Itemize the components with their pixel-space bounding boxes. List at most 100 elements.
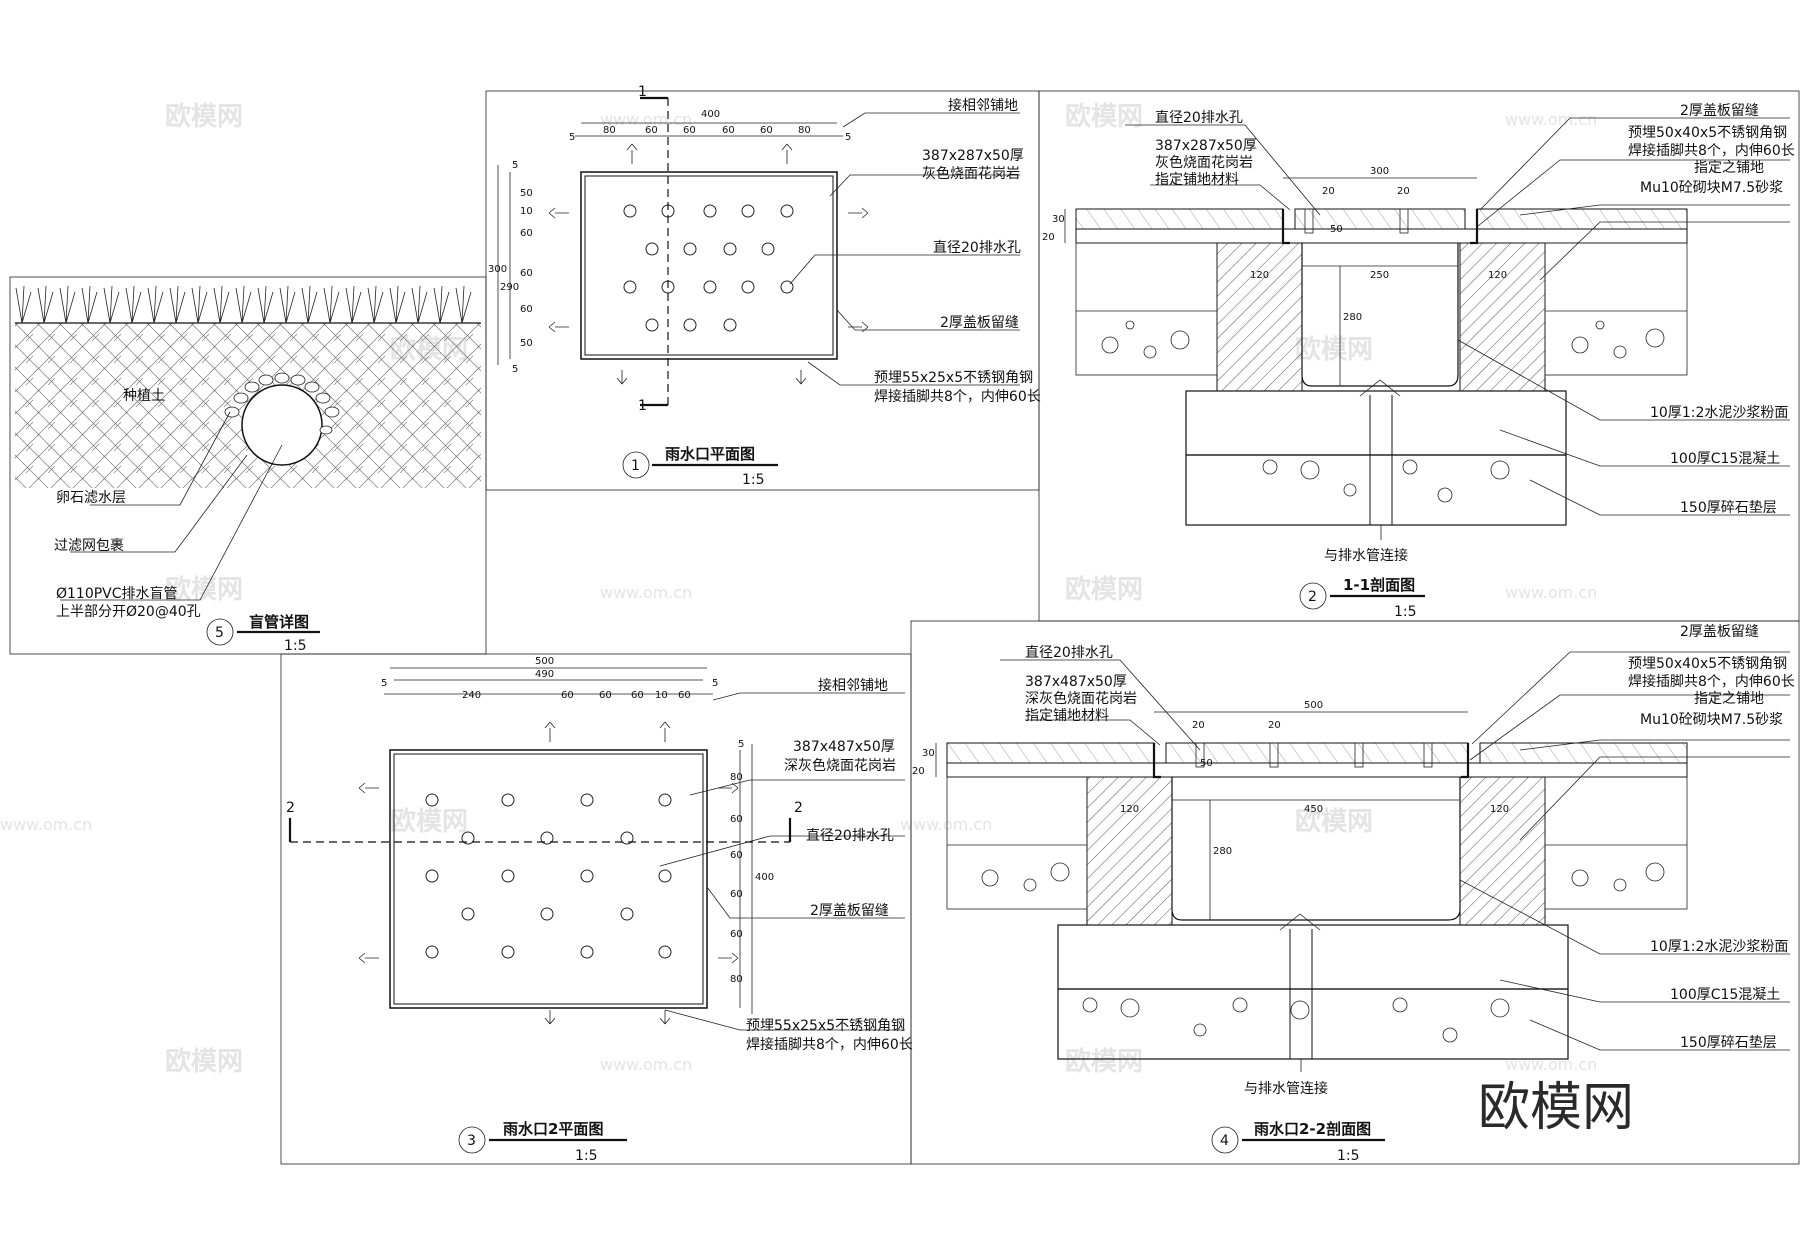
svg-text:指定之铺地: 指定之铺地 [1694, 160, 1764, 176]
svg-text:60: 60 [730, 889, 743, 900]
section-mark: 1 [638, 398, 647, 414]
grass-tuft [81, 285, 98, 324]
detail-scale: 1:5 [1394, 604, 1417, 620]
drain-hole [658, 793, 672, 807]
svg-text:60: 60 [561, 690, 574, 701]
detail-scale: 1:5 [575, 1148, 598, 1164]
watermark-brand: 欧模网 [1065, 101, 1143, 132]
drain-hole [425, 945, 439, 959]
detail-title: 雨水口2-2剖面图 [1254, 1120, 1371, 1138]
watermark-site: www.om.cn [600, 583, 692, 602]
watermark-site: www.om.cn [1505, 1055, 1597, 1074]
svg-text:80: 80 [798, 125, 811, 136]
svg-text:400: 400 [755, 872, 774, 883]
svg-text:预埋55x25x5不锈钢角钢: 预埋55x25x5不锈钢角钢 [874, 370, 1033, 386]
section-mark: 1 [638, 84, 647, 100]
detail4-section: 与排水管连接 500 20 20 50 20 30 120 450 120 28… [912, 624, 1795, 1164]
svg-text:60: 60 [599, 690, 612, 701]
detail-number: 2 [1308, 589, 1317, 605]
detail1-plan: 1 1 400 5 80 60 60 60 60 80 [488, 84, 1041, 488]
grass-tuft [147, 285, 164, 324]
brand-logo: 欧模网 [1478, 1078, 1634, 1138]
dims-top: 400 5 80 60 60 60 60 80 5 [569, 109, 851, 143]
grass-tuft [323, 285, 340, 324]
svg-text:80: 80 [730, 974, 743, 985]
svg-text:30: 30 [1052, 214, 1065, 225]
svg-text:指定铺地材料: 指定铺地材料 [1155, 172, 1239, 188]
svg-text:120: 120 [1250, 270, 1269, 281]
detail1-labels: 接相邻铺地 387x287x50厚 灰色烧面花岗岩 直径20排水孔 2厚盖板留缝… [874, 97, 1041, 405]
detail-title: 1-1剖面图 [1343, 576, 1415, 594]
svg-text:接相邻铺地: 接相邻铺地 [818, 677, 888, 694]
svg-text:5: 5 [381, 678, 387, 689]
svg-text:焊接插脚共8个，内伸60长: 焊接插脚共8个，内伸60长 [874, 388, 1041, 405]
watermark-site: www.om.cn [900, 815, 992, 834]
svg-text:300: 300 [1370, 166, 1389, 177]
grass-tuft [345, 285, 362, 324]
detail4-labels-left: 直径20排水孔 387x487x50厚 深灰色烧面花岗岩 指定铺地材料 [1025, 644, 1137, 724]
svg-text:5: 5 [512, 160, 518, 171]
svg-text:100厚C15混凝土: 100厚C15混凝土 [1670, 451, 1780, 467]
svg-text:Ø110PVC排水盲管: Ø110PVC排水盲管 [56, 585, 178, 602]
svg-text:60: 60 [520, 228, 533, 239]
svg-text:直径20排水孔: 直径20排水孔 [933, 239, 1021, 256]
svg-text:深灰色烧面花岗岩: 深灰色烧面花岗岩 [784, 757, 896, 774]
svg-text:60: 60 [730, 850, 743, 861]
svg-text:5: 5 [569, 132, 575, 143]
svg-text:150厚碎石垫层: 150厚碎石垫层 [1680, 1035, 1777, 1051]
svg-text:500: 500 [535, 656, 554, 667]
detail-title: 雨水口2平面图 [503, 1120, 603, 1138]
svg-text:50: 50 [1330, 224, 1343, 235]
grass-tuft [125, 285, 142, 324]
drain-hole [580, 869, 594, 883]
svg-text:2厚盖板留缝: 2厚盖板留缝 [1680, 624, 1759, 640]
svg-text:60: 60 [520, 304, 533, 315]
svg-text:20: 20 [912, 766, 925, 777]
drain-hole [580, 945, 594, 959]
svg-text:2厚盖板留缝: 2厚盖板留缝 [1680, 103, 1759, 119]
svg-text:60: 60 [722, 125, 735, 136]
drain-holes [623, 204, 794, 332]
grass-tuft [191, 285, 208, 324]
svg-text:80: 80 [603, 125, 616, 136]
drain-hole [540, 831, 554, 845]
watermark-site: www.om.cn [0, 815, 92, 834]
dims-left: 5 50 10 60 60 60 50 5 300 290 [488, 160, 533, 375]
drain-hole [580, 793, 594, 807]
svg-text:Mu10砼砌块M7.5砂浆: Mu10砼砌块M7.5砂浆 [1640, 712, 1783, 728]
svg-text:焊接插脚共8个，内伸60长: 焊接插脚共8个，内伸60长 [1628, 673, 1795, 690]
dims-right: 5 80 60 60 60 60 80 400 [730, 739, 774, 985]
drain-hole [658, 869, 672, 883]
svg-text:250: 250 [1370, 270, 1389, 281]
svg-text:焊接插脚共8个，内伸60长: 焊接插脚共8个，内伸60长 [1628, 142, 1795, 159]
svg-text:直径20排水孔: 直径20排水孔 [1025, 644, 1113, 661]
svg-text:5: 5 [512, 364, 518, 375]
svg-text:150厚碎石垫层: 150厚碎石垫层 [1680, 500, 1777, 516]
svg-text:20: 20 [1042, 232, 1055, 243]
svg-text:450: 450 [1304, 804, 1323, 815]
svg-text:Mu10砼砌块M7.5砂浆: Mu10砼砌块M7.5砂浆 [1640, 180, 1783, 196]
svg-text:焊接插脚共8个，内伸60长: 焊接插脚共8个，内伸60长 [746, 1036, 913, 1053]
svg-text:直径20排水孔: 直径20排水孔 [806, 827, 894, 844]
panel-borders [9, 90, 1800, 1165]
grass-tuft [37, 285, 54, 324]
svg-text:10: 10 [655, 690, 668, 701]
detail-title: 雨水口平面图 [665, 445, 755, 463]
svg-text:直径20排水孔: 直径20排水孔 [1155, 109, 1243, 126]
detail2-labels-left: 直径20排水孔 387x287x50厚 灰色烧面花岗岩 指定铺地材料 [1155, 109, 1257, 188]
svg-text:10: 10 [520, 206, 533, 217]
grass-tuft [15, 285, 32, 324]
detail-number: 1 [631, 458, 640, 474]
svg-text:10厚1:2水泥沙浆粉面: 10厚1:2水泥沙浆粉面 [1650, 405, 1788, 421]
drain-hole [501, 869, 515, 883]
svg-text:60: 60 [520, 268, 533, 279]
grass-tuft [279, 285, 296, 324]
detail-scale: 1:5 [742, 472, 765, 488]
detail3-plan: 2 2 500 490 5 240 60 60 60 10 [286, 656, 913, 1164]
detail-number: 4 [1220, 1133, 1229, 1149]
watermark-brand: 欧模网 [1295, 806, 1373, 837]
svg-text:120: 120 [1120, 804, 1139, 815]
grass-tuft [389, 285, 406, 324]
svg-text:灰色烧面花岗岩: 灰色烧面花岗岩 [922, 165, 1020, 182]
watermark-brand: 欧模网 [1065, 1046, 1143, 1077]
